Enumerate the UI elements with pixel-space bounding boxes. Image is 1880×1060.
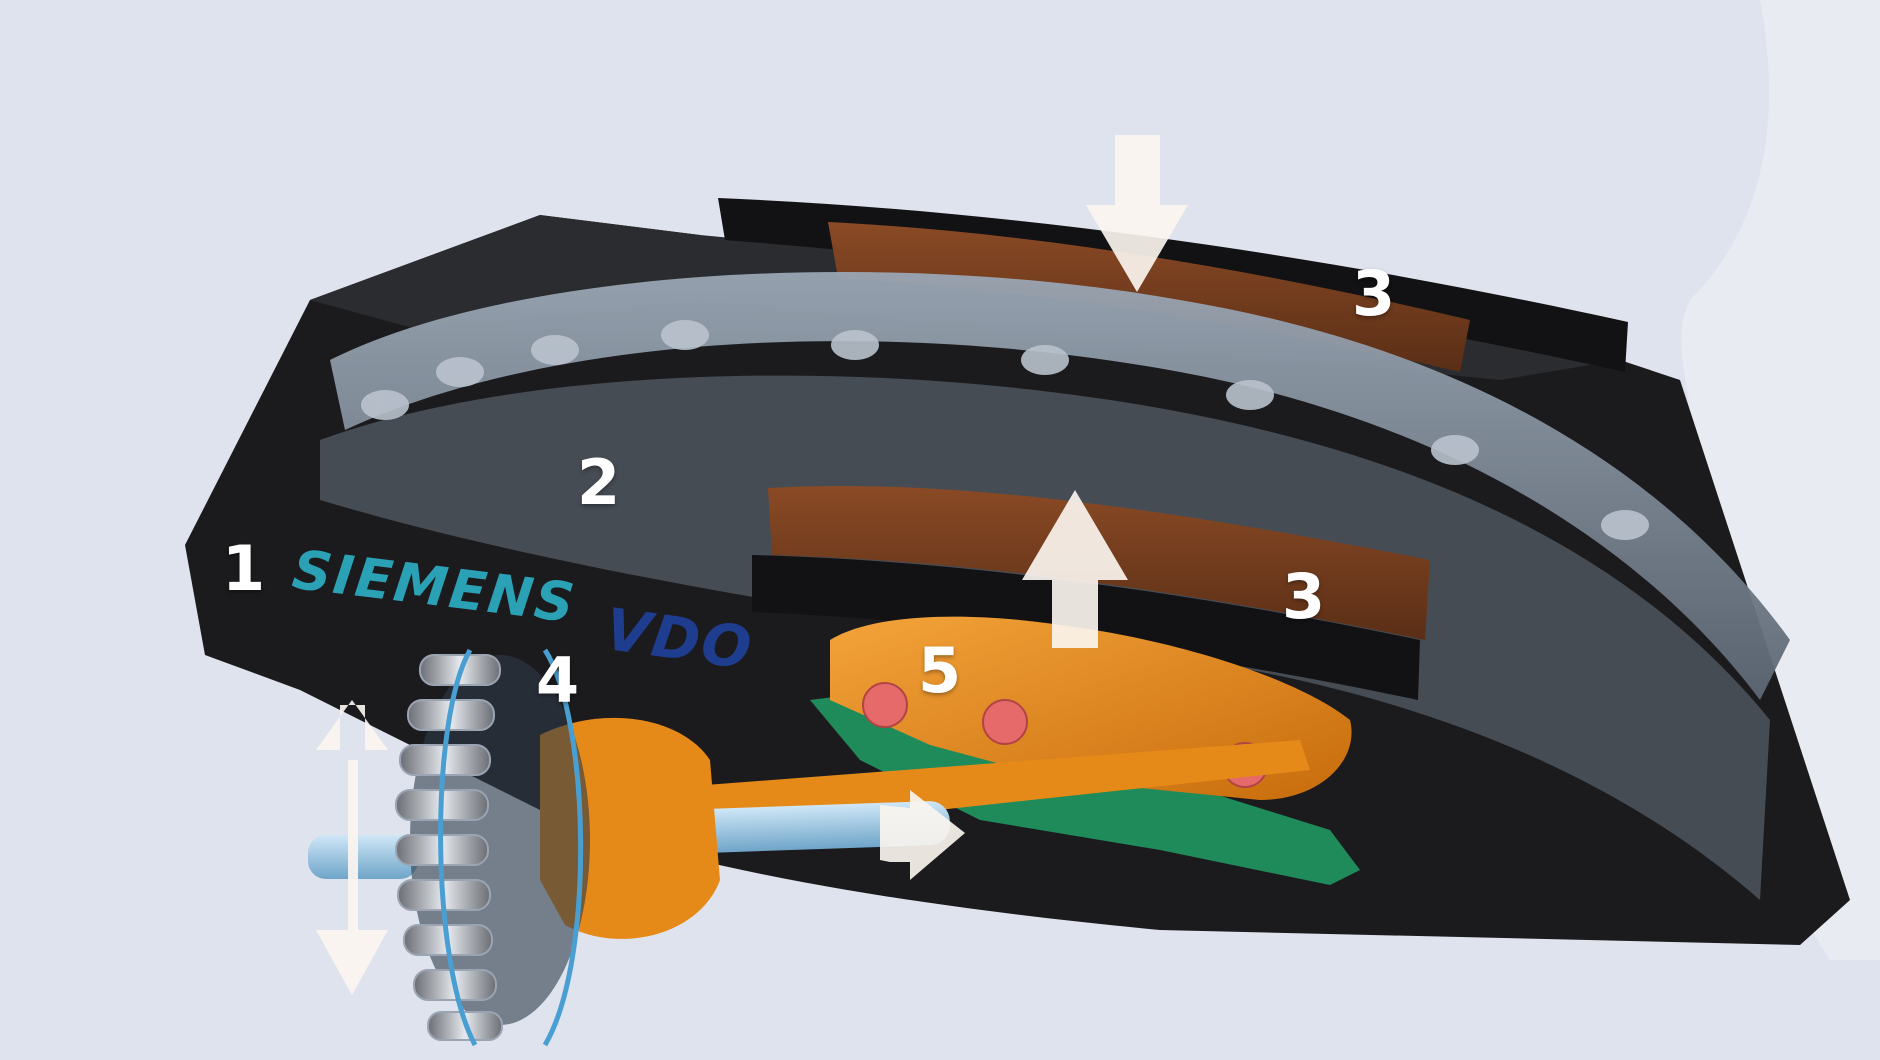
callout-rotor: 2	[577, 446, 621, 519]
callout-bearing: 4	[536, 644, 580, 717]
roller-bearing-icon	[395, 648, 590, 1047]
brake-rotor	[330, 271, 1790, 700]
background-silhouette	[1680, 0, 1880, 960]
rotor-vents	[361, 320, 1649, 540]
spindle-shaft-left	[308, 835, 418, 879]
callout-upper-pad: 3	[1352, 257, 1396, 330]
callout-wedge: 5	[918, 634, 962, 707]
callout-lower-pad: 3	[1282, 560, 1326, 633]
arrow-icon	[316, 135, 1188, 995]
callout-caliper: 1	[222, 532, 266, 605]
